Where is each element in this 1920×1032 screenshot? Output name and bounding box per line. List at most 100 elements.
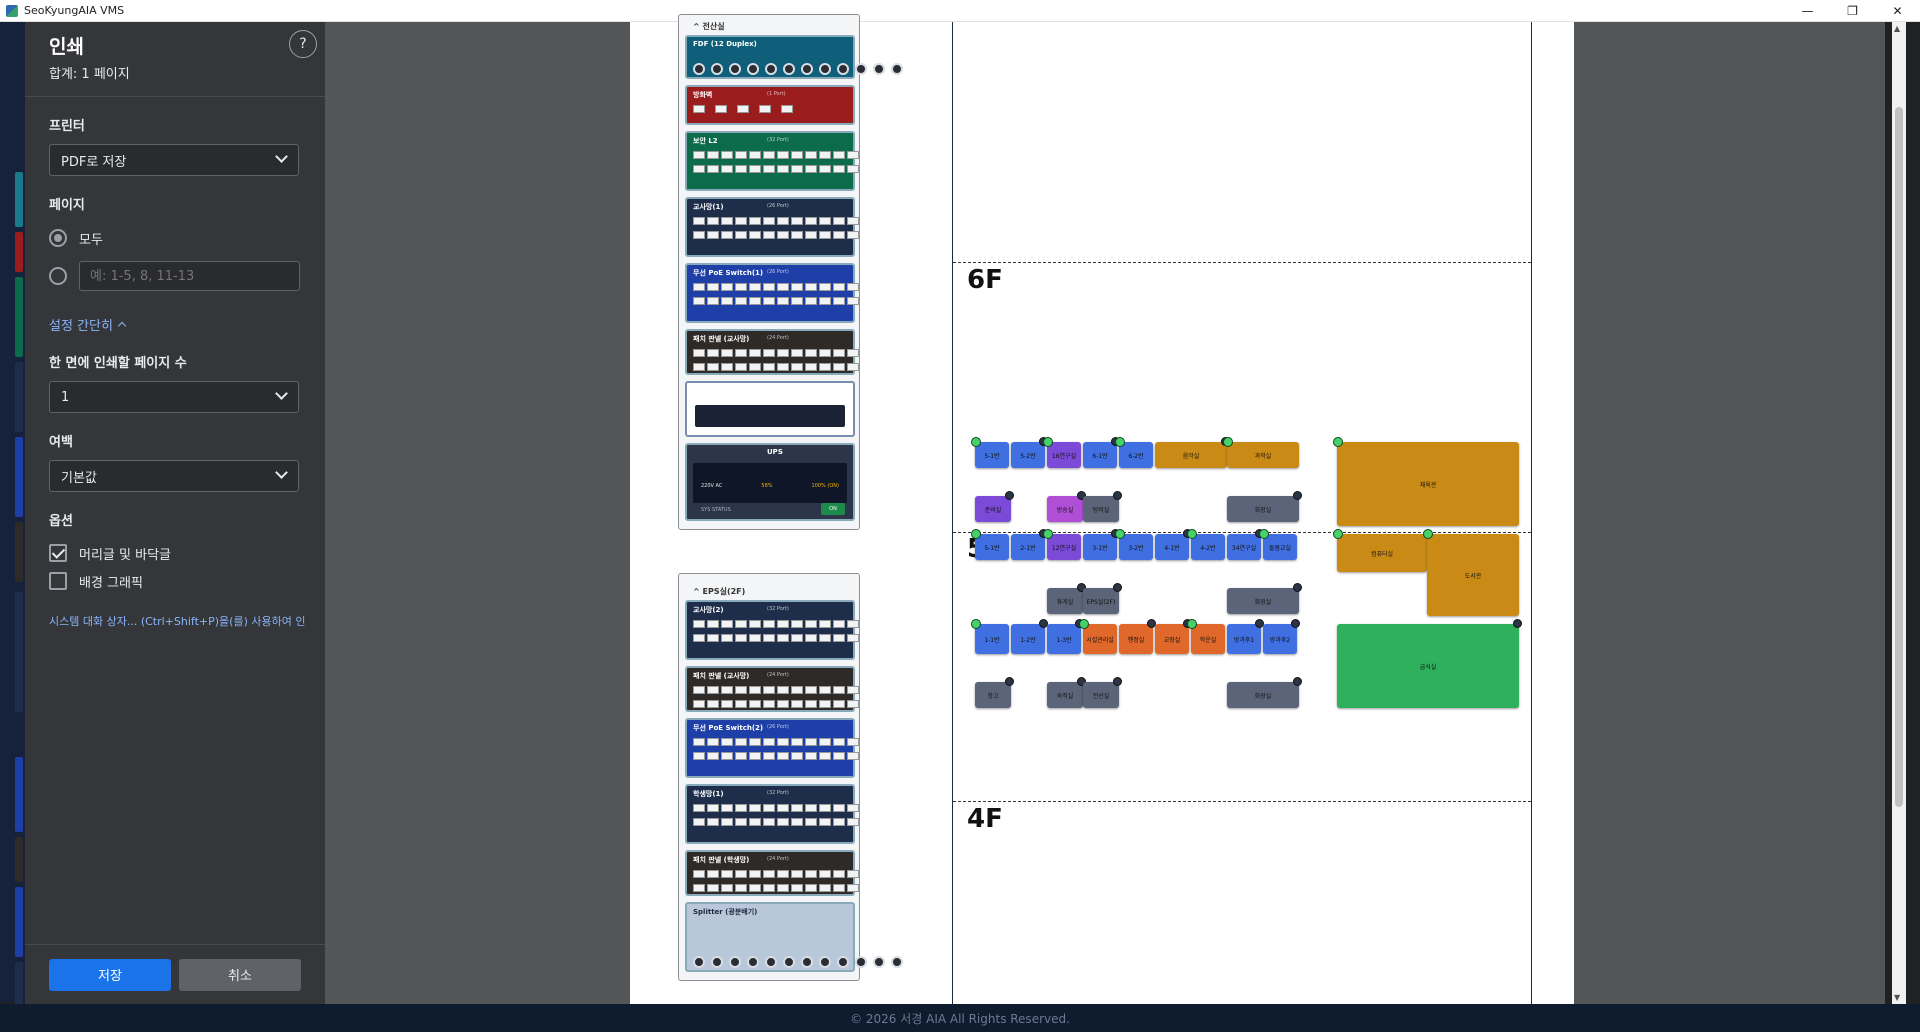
fiber-port[interactable] — [729, 63, 741, 75]
ethernet-port[interactable] — [721, 151, 733, 159]
ethernet-port[interactable] — [763, 283, 775, 291]
ap-online-icon[interactable] — [971, 529, 981, 539]
fiber-port[interactable] — [783, 63, 795, 75]
ap-online-icon[interactable] — [1115, 529, 1125, 539]
ethernet-port[interactable] — [847, 297, 859, 305]
ethernet-port[interactable] — [847, 349, 859, 357]
ethernet-port[interactable] — [749, 217, 761, 225]
pages-custom-radio[interactable] — [49, 267, 67, 285]
ethernet-port[interactable] — [847, 634, 859, 642]
ethernet-port[interactable] — [833, 884, 845, 892]
ups-on-badge[interactable]: ON — [821, 503, 845, 515]
ethernet-port[interactable] — [693, 818, 705, 826]
rack-device[interactable]: 패치 판넬 (교사망)(24 Port) — [685, 666, 859, 712]
ethernet-port[interactable] — [833, 363, 845, 371]
ethernet-port[interactable] — [707, 752, 719, 760]
ethernet-port[interactable] — [791, 151, 803, 159]
ethernet-port[interactable] — [805, 231, 817, 239]
ethernet-port[interactable] — [777, 818, 789, 826]
ethernet-port[interactable] — [735, 884, 747, 892]
ethernet-port[interactable] — [805, 686, 817, 694]
save-button[interactable]: 저장 — [49, 958, 171, 991]
ethernet-port[interactable] — [735, 349, 747, 357]
ethernet-port[interactable] — [763, 363, 775, 371]
ethernet-port[interactable] — [805, 217, 817, 225]
room-block[interactable]: 6-1반 — [1083, 442, 1117, 468]
room-block[interactable]: 1-2반 — [1011, 624, 1045, 654]
ethernet-port[interactable] — [707, 870, 719, 878]
ethernet-port[interactable] — [791, 804, 803, 812]
ethernet-port[interactable] — [735, 297, 747, 305]
ethernet-port[interactable] — [749, 363, 761, 371]
ethernet-port[interactable] — [805, 283, 817, 291]
ethernet-port[interactable] — [833, 752, 845, 760]
ethernet-port[interactable] — [721, 634, 733, 642]
ethernet-port[interactable] — [791, 870, 803, 878]
ethernet-port[interactable] — [693, 700, 705, 708]
fiber-port[interactable] — [711, 63, 723, 75]
ethernet-port[interactable] — [735, 700, 747, 708]
ethernet-port[interactable] — [763, 884, 775, 892]
maximize-button[interactable]: ❐ — [1847, 4, 1858, 18]
room-block[interactable]: 숙직실 — [1047, 682, 1083, 708]
rack-device[interactable]: 방화벽(1 Port) — [685, 85, 855, 125]
ethernet-port[interactable] — [833, 217, 845, 225]
ethernet-port[interactable] — [847, 620, 859, 628]
ethernet-port[interactable] — [819, 738, 831, 746]
room-block[interactable]: 방과후2 — [1263, 624, 1297, 654]
pages-per-sheet-select[interactable]: 1 — [49, 381, 299, 413]
ethernet-port[interactable] — [693, 151, 705, 159]
fiber-port[interactable] — [747, 63, 759, 75]
ethernet-port[interactable] — [763, 620, 775, 628]
ethernet-port[interactable] — [833, 231, 845, 239]
ethernet-port[interactable] — [721, 620, 733, 628]
ap-online-icon[interactable] — [1187, 529, 1197, 539]
room-block[interactable]: 4-1반 — [1155, 534, 1189, 560]
minimize-button[interactable]: — — [1801, 4, 1814, 18]
ethernet-port[interactable] — [777, 283, 789, 291]
ethernet-port[interactable] — [707, 884, 719, 892]
ethernet-port[interactable] — [707, 700, 719, 708]
ap-offline-icon[interactable] — [1147, 619, 1156, 628]
ethernet-port[interactable] — [777, 870, 789, 878]
room-block[interactable]: 탕비실 — [1083, 496, 1119, 522]
room-block[interactable]: 방과후1 — [1227, 624, 1261, 654]
room-block[interactable]: 도서관 — [1427, 534, 1519, 616]
ethernet-port[interactable] — [749, 804, 761, 812]
margins-select[interactable]: 기본값 — [49, 460, 299, 492]
ethernet-port[interactable] — [763, 818, 775, 826]
ap-offline-icon[interactable] — [1255, 619, 1264, 628]
more-settings-toggle[interactable]: 설정 간단히 — [49, 315, 301, 334]
ethernet-port[interactable] — [777, 349, 789, 357]
ethernet-port[interactable] — [791, 884, 803, 892]
ethernet-port[interactable] — [735, 283, 747, 291]
fiber-port[interactable] — [873, 63, 885, 75]
ethernet-port[interactable] — [707, 283, 719, 291]
ethernet-port[interactable] — [693, 884, 705, 892]
ethernet-port[interactable] — [819, 283, 831, 291]
ethernet-port[interactable] — [749, 738, 761, 746]
ethernet-port[interactable] — [763, 217, 775, 225]
ethernet-port[interactable] — [721, 884, 733, 892]
room-block[interactable]: 6-2반 — [1119, 442, 1153, 468]
room-block[interactable]: 음악실 — [1155, 442, 1227, 468]
ethernet-port[interactable] — [777, 297, 789, 305]
room-block[interactable]: 행정실 — [1119, 624, 1153, 654]
ap-online-icon[interactable] — [1333, 529, 1343, 539]
ethernet-port[interactable] — [847, 151, 859, 159]
ethernet-port[interactable] — [749, 700, 761, 708]
ethernet-port[interactable] — [707, 217, 719, 225]
ethernet-port[interactable] — [707, 151, 719, 159]
ethernet-port[interactable] — [735, 151, 747, 159]
ethernet-port[interactable] — [805, 349, 817, 357]
ethernet-port[interactable] — [735, 165, 747, 173]
ethernet-port[interactable] — [805, 297, 817, 305]
ap-offline-icon[interactable] — [1293, 583, 1302, 592]
ethernet-port[interactable] — [777, 884, 789, 892]
room-block[interactable]: 34연구실 — [1227, 534, 1261, 560]
ethernet-port[interactable] — [791, 363, 803, 371]
ethernet-port[interactable] — [819, 818, 831, 826]
ethernet-port[interactable] — [715, 105, 727, 113]
ap-online-icon[interactable] — [1079, 619, 1089, 629]
room-block[interactable]: 16연구실 — [1047, 442, 1081, 468]
